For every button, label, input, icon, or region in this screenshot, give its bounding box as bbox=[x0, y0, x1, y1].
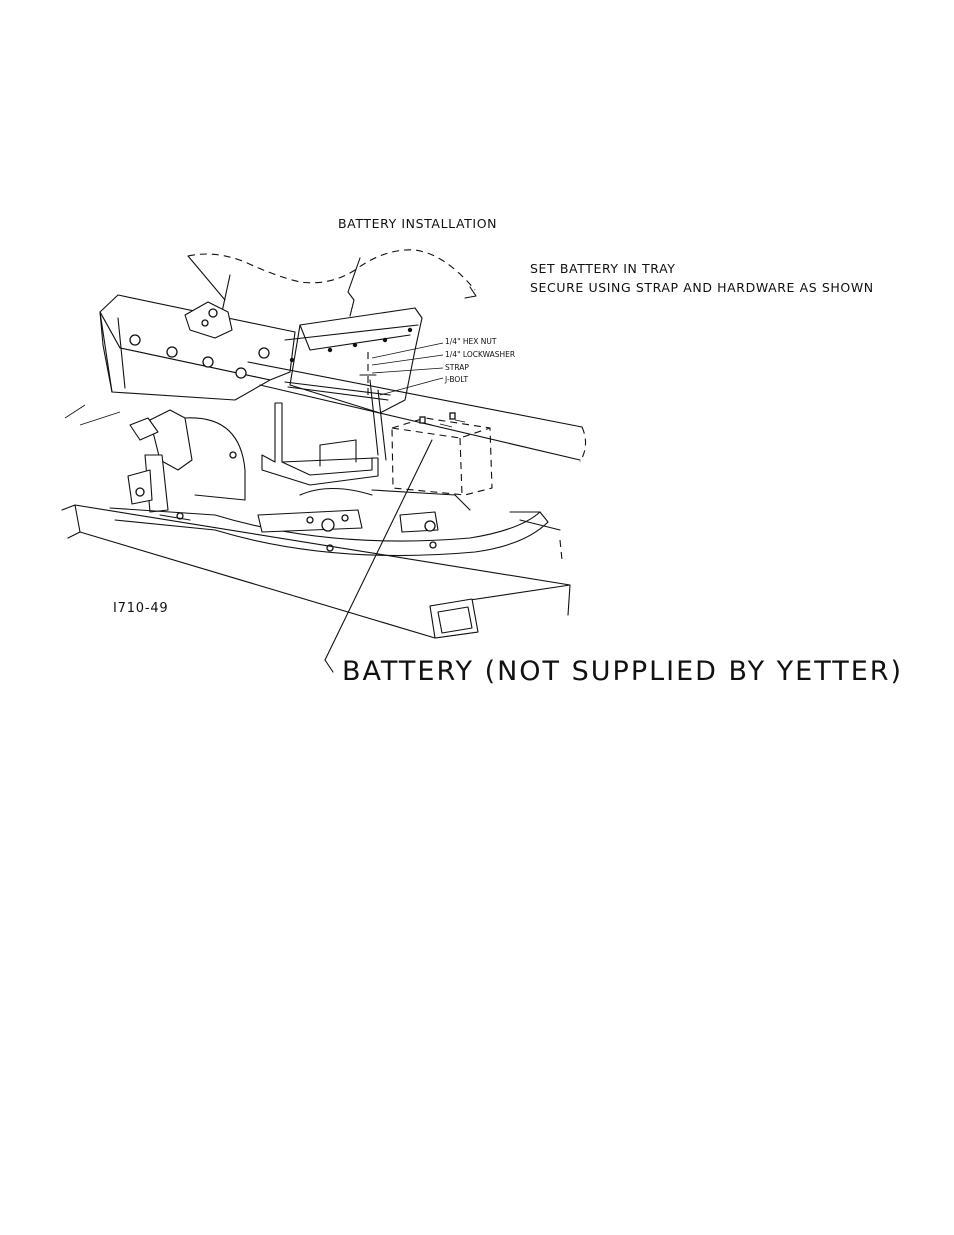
instruction-line-1: SET BATTERY IN TRAY bbox=[530, 261, 675, 276]
callout-j-bolt: J-BOLT bbox=[444, 375, 468, 384]
callout-lockwasher: 1/4" LOCKWASHER bbox=[445, 350, 515, 359]
callout-strap: STRAP bbox=[445, 363, 469, 372]
battery-note: BATTERY (NOT SUPPLIED BY YETTER) bbox=[342, 656, 903, 687]
diagram-title: BATTERY INSTALLATION bbox=[338, 216, 497, 231]
instruction-line-2: SECURE USING STRAP AND HARDWARE AS SHOWN bbox=[530, 280, 874, 295]
figure-number: I710-49 bbox=[113, 601, 168, 616]
callout-hex-nut: 1/4" HEX NUT bbox=[445, 337, 497, 346]
